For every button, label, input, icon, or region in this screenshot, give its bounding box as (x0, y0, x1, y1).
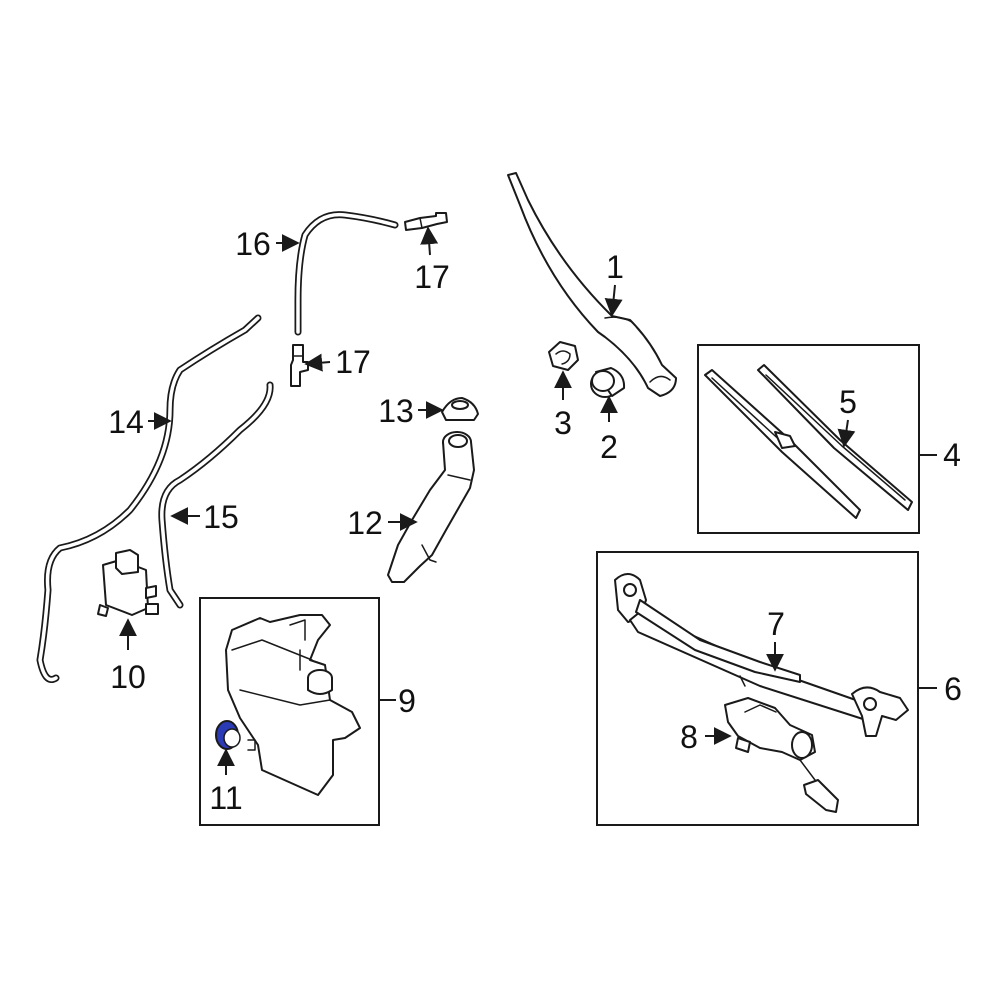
callout-1: 1 (606, 249, 624, 285)
callout-13: 13 (378, 393, 414, 429)
callout-14: 14 (108, 404, 144, 440)
callout-9: 9 (398, 683, 416, 719)
leader-1 (604, 284, 623, 317)
callout-2: 2 (600, 429, 618, 465)
wiper-arm (507, 172, 677, 397)
hose-16 (294, 211, 399, 336)
callout-7: 7 (767, 606, 785, 642)
callout-11: 11 (209, 780, 242, 816)
nut (548, 341, 579, 371)
connector-17-upper (404, 212, 448, 231)
hose-15 (158, 381, 274, 609)
callout-3: 3 (554, 405, 572, 441)
wiper-blade (704, 369, 861, 519)
washer-pump (97, 549, 159, 617)
connector-17-lower (290, 344, 309, 387)
filler-cap (441, 397, 479, 421)
callout-12: 12 (347, 505, 383, 541)
callout-17-lower: 17 (335, 344, 371, 380)
leader-17a (420, 226, 439, 256)
callout-8: 8 (680, 719, 698, 755)
wiper-linkage (614, 573, 909, 737)
callout-4: 4 (943, 437, 961, 473)
callout-16: 16 (235, 226, 271, 262)
wiper-blade-box (697, 344, 920, 534)
callout-6: 6 (944, 671, 962, 707)
leader-5 (837, 419, 856, 448)
leader-17b (304, 353, 331, 372)
callout-labels: 1 2 3 4 5 6 7 8 9 10 11 12 13 14 15 16 1… (108, 226, 962, 816)
leaders (119, 226, 937, 775)
callout-17-upper: 17 (414, 259, 450, 295)
pump-grommet (215, 720, 241, 750)
filler-neck (387, 431, 475, 583)
hose-14 (36, 314, 262, 683)
callout-15: 15 (203, 499, 239, 535)
reservoir-box (199, 597, 380, 826)
callout-5: 5 (839, 384, 857, 420)
washer-reservoir (225, 614, 361, 796)
arm-cap (590, 367, 626, 398)
callout-10: 10 (110, 659, 146, 695)
wiper-motor (724, 697, 839, 813)
